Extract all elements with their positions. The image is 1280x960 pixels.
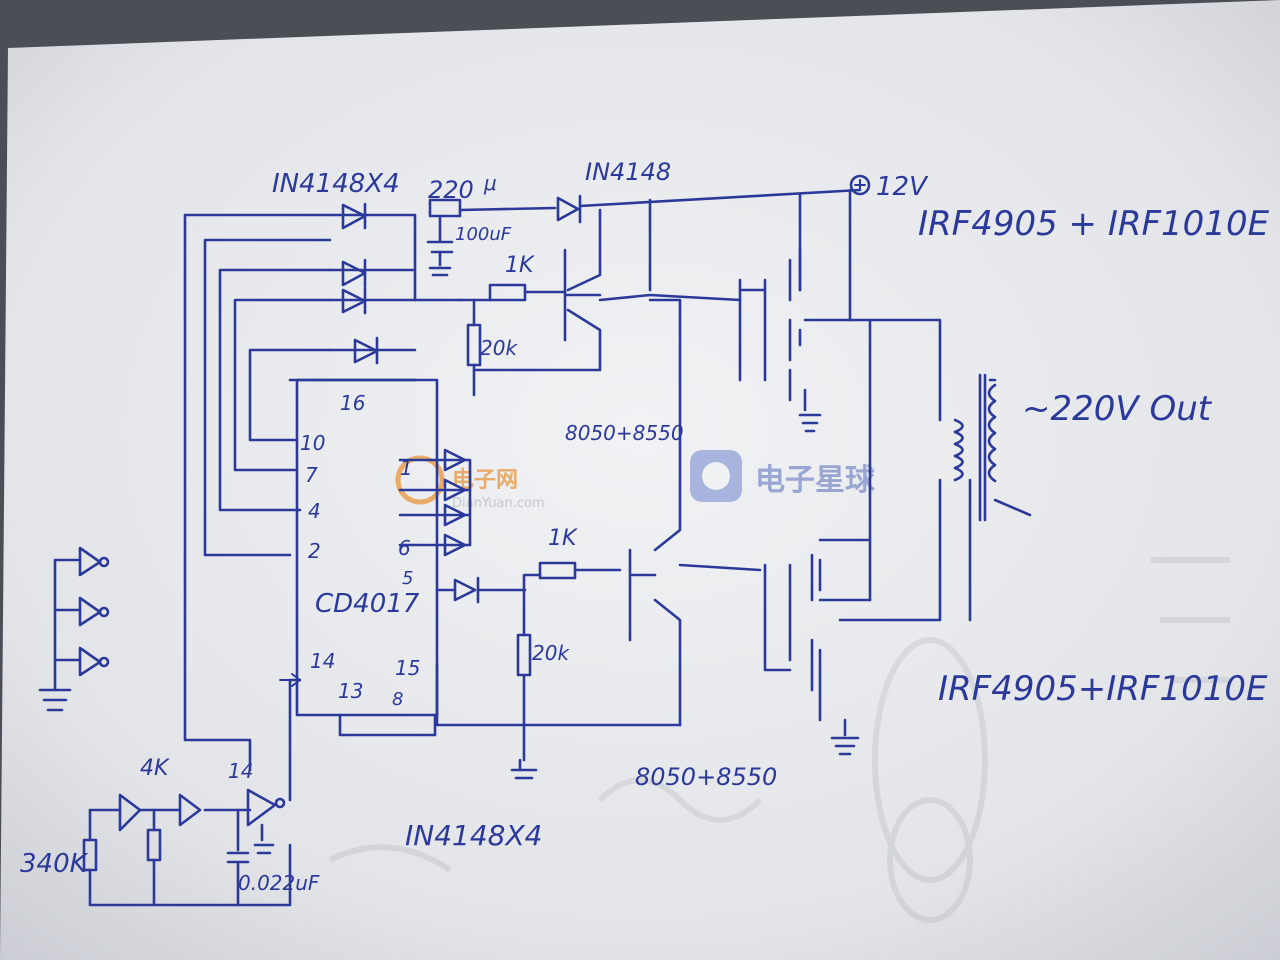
label-cap-220: 220 xyxy=(428,176,474,204)
label-pin16: 16 xyxy=(340,391,365,415)
label-osc-340k: 340K xyxy=(20,849,89,879)
top-transistor-pair xyxy=(472,208,742,372)
top-bias-network xyxy=(458,283,567,397)
label-pin6: 6 xyxy=(398,536,411,560)
top-diode xyxy=(556,194,582,224)
label-pin7: 7 xyxy=(305,463,318,487)
label-osc-4k: 4K xyxy=(140,756,170,781)
label-pin15: 15 xyxy=(395,656,420,680)
label-supply: 12V xyxy=(876,172,929,202)
label-pin5: 5 xyxy=(402,568,413,589)
label-transistor-top: 8050+8550 xyxy=(565,421,684,445)
bottom-mosfets xyxy=(763,318,872,756)
label-pin8: 8 xyxy=(392,689,403,710)
label-ic: CD4017 xyxy=(315,589,420,619)
label-res-bot-20k: 20k xyxy=(532,641,570,665)
supply-caps xyxy=(426,198,462,277)
mid-diode-bank xyxy=(398,448,527,604)
watermark: 电子网 DianYuan.com 电子星球 xyxy=(395,450,876,511)
label-cap-100: 100uF xyxy=(455,224,512,245)
watermark-url: DianYuan.com xyxy=(452,496,545,511)
inverter-sketch xyxy=(38,546,110,712)
label-pin14: 14 xyxy=(310,649,335,673)
label-cap-unit: μ xyxy=(483,171,497,195)
label-diodes-bot: IN4148X4 xyxy=(405,819,542,852)
label-mosfet-top: IRF4905 + IRF1010E xyxy=(918,204,1270,244)
bottom-transistor-pair xyxy=(628,298,762,727)
label-res-bot-1k: 1K xyxy=(548,526,578,551)
label-pin4: 4 xyxy=(308,499,321,523)
label-pin1: 1 xyxy=(400,456,413,480)
label-pin10: 10 xyxy=(300,431,325,455)
bleed-through xyxy=(328,557,1230,923)
label-res-top-1k: 1K xyxy=(505,253,535,278)
transformer xyxy=(838,318,1032,622)
label-pin2: 2 xyxy=(308,539,321,563)
label-diode-top: IN4148 xyxy=(585,158,671,186)
supply-rail xyxy=(458,174,871,322)
label-transistor-bot: 8050+8550 xyxy=(635,763,777,791)
label-output: ~220V Out xyxy=(1022,389,1213,429)
labels: IN4148X4 220 μ IN4148 100uF 12V 1K 20k I… xyxy=(20,158,1270,895)
watermark-brand: 电子星球 xyxy=(755,463,876,498)
label-pin13: 13 xyxy=(338,679,363,703)
oscillator xyxy=(82,673,302,907)
bottom-bias-network xyxy=(435,561,682,780)
label-diodes-top: IN4148X4 xyxy=(272,169,400,199)
label-osc-cap: 0.022uF xyxy=(238,871,320,895)
label-res-top-20k: 20k xyxy=(480,336,518,360)
top-diode-bank xyxy=(183,202,462,772)
label-mosfet-bot: IRF4905+IRF1010E xyxy=(938,669,1268,709)
top-mosfets xyxy=(738,248,852,433)
label-osc-14: 14 xyxy=(228,759,253,783)
